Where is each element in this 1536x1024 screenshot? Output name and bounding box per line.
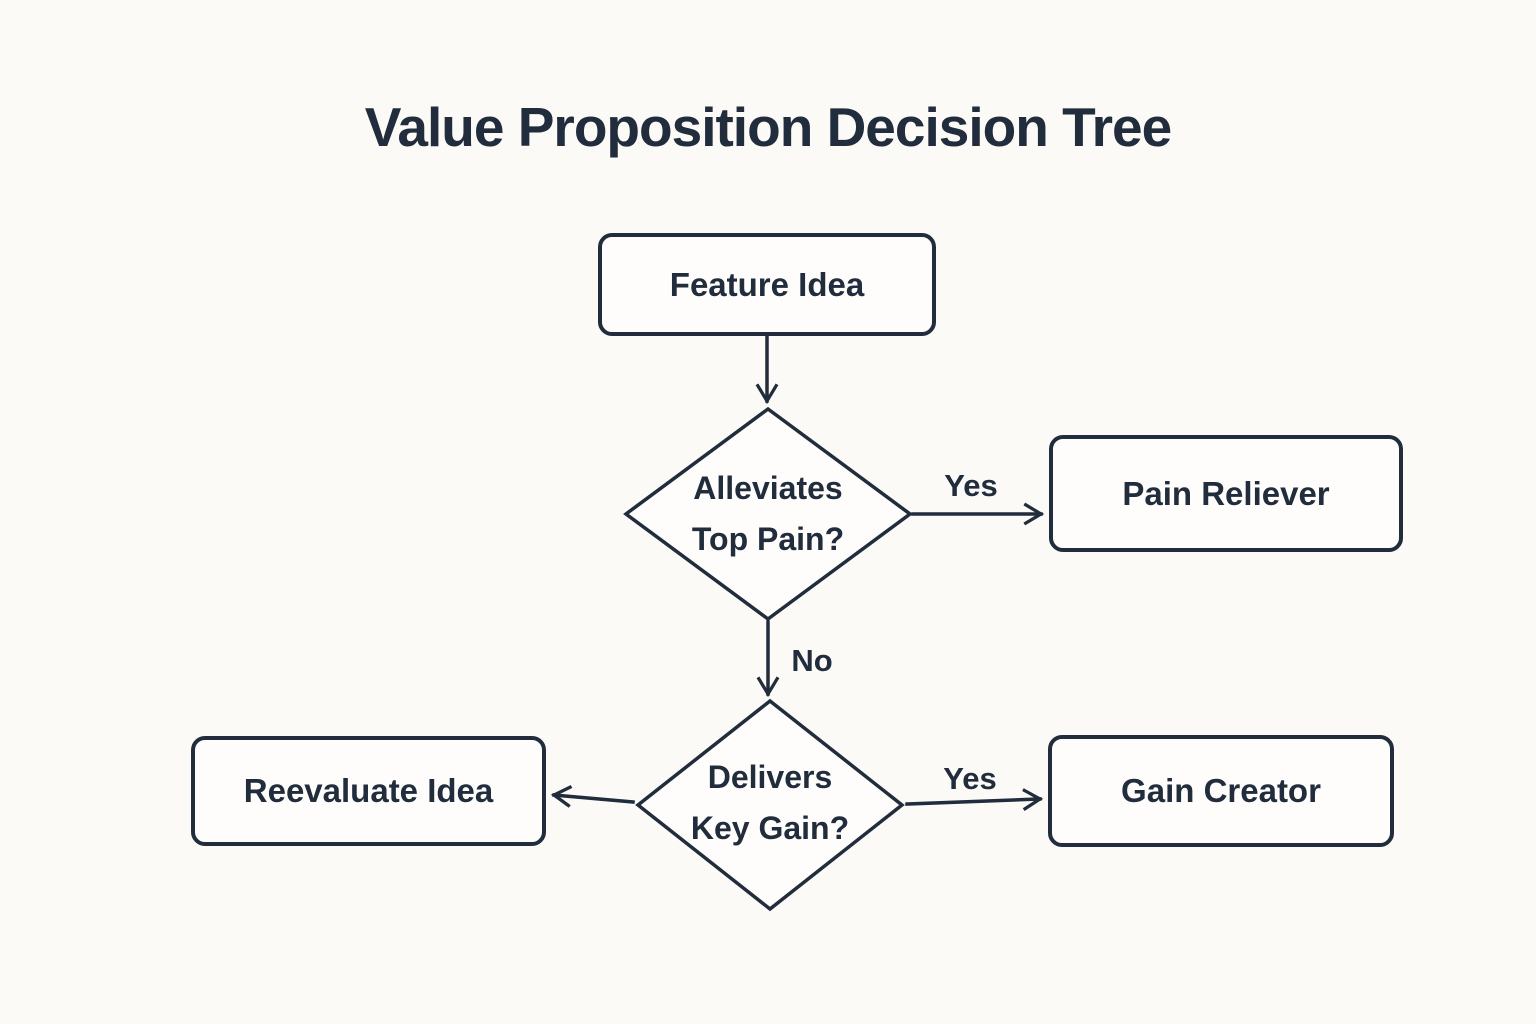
node-pain-reliever-label: Pain Reliever — [1122, 474, 1330, 512]
decision-diamond-alleviates-top-pain — [623, 406, 913, 622]
node-reevaluate-idea: Reevaluate Idea — [191, 736, 546, 846]
edge-label-alleviates-yes: Yes — [944, 468, 998, 503]
edge-label-alleviates-no: No — [791, 643, 833, 678]
node-gain-creator-label: Gain Creator — [1121, 772, 1321, 809]
node-feature-idea: Feature Idea — [598, 233, 936, 336]
node-gain-creator: Gain Creator — [1048, 735, 1394, 847]
edge-label-delivers-yes: Yes — [943, 761, 997, 796]
node-reevaluate-idea-label: Reevaluate Idea — [243, 772, 494, 809]
diagram-title: Value Proposition Decision Tree — [364, 96, 1172, 158]
node-pain-reliever: Pain Reliever — [1049, 435, 1403, 552]
edge-delivers-yes-to-gain-creator — [905, 788, 1044, 812]
edge-delivers-to-reevaluate — [550, 785, 635, 808]
node-feature-idea-label: Feature Idea — [669, 265, 865, 303]
decision-diamond-delivers-key-gain — [635, 698, 905, 912]
